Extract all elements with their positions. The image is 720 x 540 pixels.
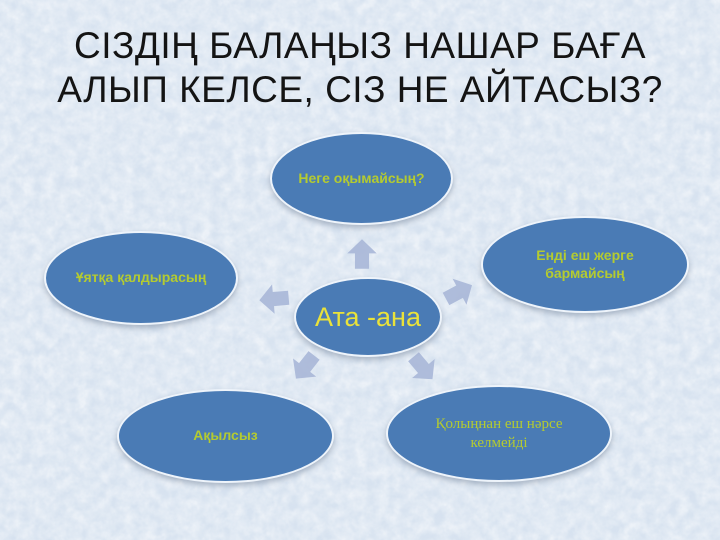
node-label: Ұятқа қалдырасың — [75, 269, 207, 286]
node-label: Ақылсыз — [193, 427, 258, 444]
diagram-center-node-parent: Ата -ана — [294, 277, 442, 357]
diagram-node-cant-do-anything: Қолыңнан еш нәрсе келмейді — [386, 385, 612, 482]
center-node-label: Ата -ана — [315, 301, 421, 332]
slide-title: СІЗДІҢ БАЛАҢЫЗ НАШАР БАҒА АЛЫП КЕЛСЕ, СІ… — [40, 24, 680, 111]
slide-title-line-2: АЛЫП КЕЛСЕ, СІЗ НЕ АЙТАСЫЗ? — [57, 68, 663, 110]
diagram-node-you-bring-shame: Ұятқа қалдырасың — [44, 231, 238, 325]
arrow-down-right-icon — [408, 352, 435, 380]
diagram-node-not-going-anywhere: Енді еш жерге бармайсың — [481, 216, 689, 313]
diagram-node-foolish: Ақылсыз — [117, 389, 334, 483]
slide-title-line-1: СІЗДІҢ БАЛАҢЫЗ НАШАР БАҒА — [73, 25, 647, 66]
node-label: Неге оқымайсың? — [298, 169, 425, 186]
arrow-up-right-icon — [442, 278, 472, 306]
arrow-left-icon — [259, 284, 290, 314]
arrow-up-icon — [347, 239, 377, 269]
arrow-down-left-icon — [293, 351, 320, 379]
node-label: Қолыңнан еш нәрсе келмейді — [435, 415, 563, 451]
diagram-node-why-dont-you-study: Неге оқымайсың? — [270, 132, 453, 225]
node-label: Енді еш жерге бармайсың — [536, 247, 634, 281]
